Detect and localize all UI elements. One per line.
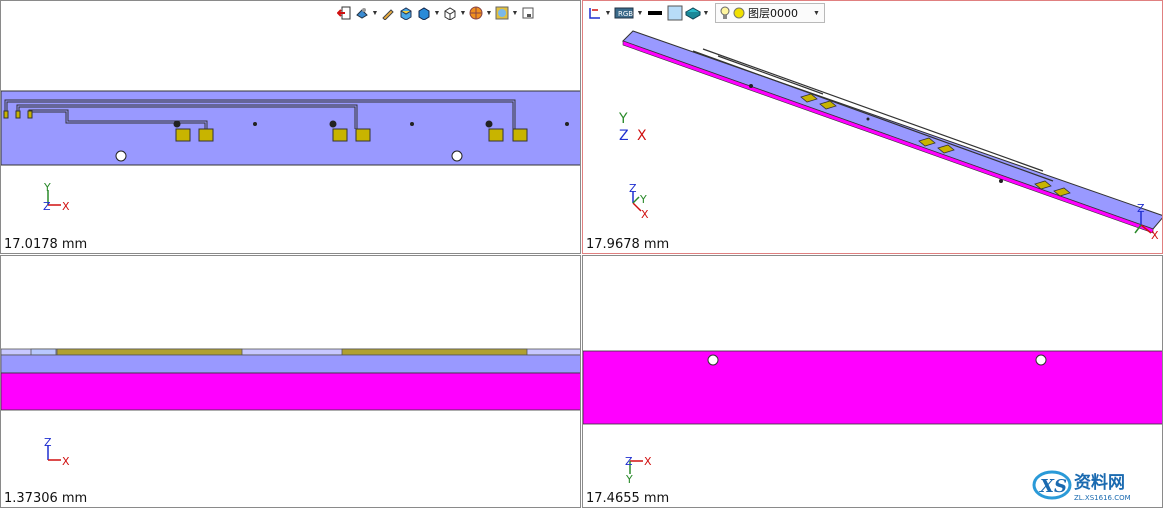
board-iso-side <box>622 40 1154 234</box>
shaded-box-icon[interactable] <box>398 5 414 21</box>
monitor-icon[interactable] <box>587 5 603 21</box>
material-dropdown[interactable]: ▼ <box>702 9 710 17</box>
svg-text:X: X <box>637 128 647 144</box>
line-color-icon[interactable] <box>645 5 665 21</box>
svg-text:Y: Y <box>639 193 647 206</box>
layer-name: 图层0000 <box>748 7 798 20</box>
board-iso-top <box>622 30 1162 230</box>
viewport-front[interactable]: Z X 1.37306 mm <box>0 255 581 508</box>
board-core <box>1 354 580 374</box>
color-swatch-icon[interactable]: RGB <box>613 5 635 21</box>
svg-text:RGB: RGB <box>618 10 633 18</box>
iso-vias <box>749 84 1003 183</box>
viewport-top[interactable]: Y Z X 17.0178 mm ▼ ▼ ▼ ▼ ▼ <box>0 0 581 254</box>
substrate-bottom <box>583 350 1162 425</box>
mount-holes <box>115 150 463 162</box>
watermark-logo: XS 资料网 ZL.XS1616.COM <box>1032 470 1131 502</box>
orange-sphere-icon[interactable] <box>468 5 484 21</box>
svg-text:Z: Z <box>44 436 52 449</box>
svg-text:Z: Z <box>619 128 629 144</box>
front-view-scene <box>1 348 580 411</box>
axis-triad-top: Y Z X <box>43 181 70 213</box>
wireframe-cube-icon[interactable] <box>442 5 458 21</box>
material-icon[interactable] <box>685 5 701 21</box>
svg-text:Y: Y <box>43 181 51 194</box>
layer-status-icon <box>733 7 745 19</box>
render-mode-dropdown[interactable]: ▼ <box>371 9 379 17</box>
top-view-scene <box>1 90 580 166</box>
save-view-icon[interactable] <box>520 5 536 21</box>
viewport-bottom[interactable]: Z X Y 17.4655 mm XS 资料网 ZL.XS1616.COM <box>582 255 1163 508</box>
cube-dropdown[interactable]: ▼ <box>433 9 441 17</box>
svg-text:Y: Y <box>625 473 633 486</box>
section-dropdown[interactable]: ▼ <box>511 9 519 17</box>
view-toolbar-right: ▼ RGB ▼ ▼ 图层0000 ▼ <box>587 3 825 23</box>
mount-hole-right <box>1035 354 1047 366</box>
substrate <box>1 372 580 411</box>
svg-text:Z: Z <box>1137 203 1145 215</box>
svg-text:X: X <box>644 455 652 468</box>
axis-triad-iso: Z X Y <box>629 183 649 221</box>
chevron-down-icon: ▼ <box>813 9 820 17</box>
svg-text:X: X <box>1151 229 1159 241</box>
wireframe-dropdown[interactable]: ▼ <box>459 9 467 17</box>
vias <box>173 120 569 128</box>
lightbulb-icon <box>720 6 730 19</box>
iso-pads <box>800 93 1071 197</box>
exit-icon[interactable] <box>336 5 352 21</box>
scale-readout-iso: 17.9678 mm <box>586 237 670 252</box>
axis-triad-bottom: Z X Y <box>625 455 652 486</box>
svg-text:Z: Z <box>625 455 633 468</box>
pencil-icon[interactable] <box>380 5 396 21</box>
iso-traces <box>692 48 1054 182</box>
pad-strip-2 <box>341 348 528 356</box>
viewport-isometric[interactable]: Y Z X Z X Y 17.9678 mm ▼ RGB ▼ ▼ 图层0000 … <box>582 0 1163 254</box>
render-mode-icon[interactable] <box>354 5 370 21</box>
scale-readout-bottom: 17.4655 mm <box>586 491 670 506</box>
color-dropdown[interactable]: ▼ <box>636 9 644 17</box>
axis-triad-iso-label: Y Z X <box>618 111 647 144</box>
board-top <box>1 90 580 166</box>
layer-selector[interactable]: 图层0000 ▼ <box>715 3 825 23</box>
svg-text:Z: Z <box>43 200 51 213</box>
mount-hole-left <box>707 354 719 366</box>
svg-text:X: X <box>62 455 70 468</box>
svg-text:Z: Z <box>629 183 637 195</box>
pads <box>3 110 528 142</box>
iso-view-scene <box>622 30 1162 234</box>
section-view-icon[interactable] <box>494 5 510 21</box>
scale-readout-front: 1.37306 mm <box>4 491 88 506</box>
iso-corner-triad: Z X <box>1134 203 1159 241</box>
scale-readout-top: 17.0178 mm <box>4 237 88 252</box>
fill-color-icon[interactable] <box>667 5 683 21</box>
solid-cube-icon[interactable] <box>416 5 432 21</box>
pad-strip-1 <box>56 348 243 356</box>
sphere-dropdown[interactable]: ▼ <box>485 9 493 17</box>
svg-text:X: X <box>641 208 649 221</box>
svg-text:资料网: 资料网 <box>1074 472 1125 493</box>
axis-triad-front: Z X <box>44 436 70 468</box>
svg-text:ZL.XS1616.COM: ZL.XS1616.COM <box>1074 494 1131 502</box>
monitor-dropdown[interactable]: ▼ <box>604 9 612 17</box>
svg-text:X: X <box>62 200 70 213</box>
bottom-view-scene <box>583 350 1162 425</box>
svg-text:XS: XS <box>1039 476 1067 497</box>
view-toolbar-left: ▼ ▼ ▼ ▼ ▼ <box>336 3 536 23</box>
svg-text:Y: Y <box>618 111 628 127</box>
